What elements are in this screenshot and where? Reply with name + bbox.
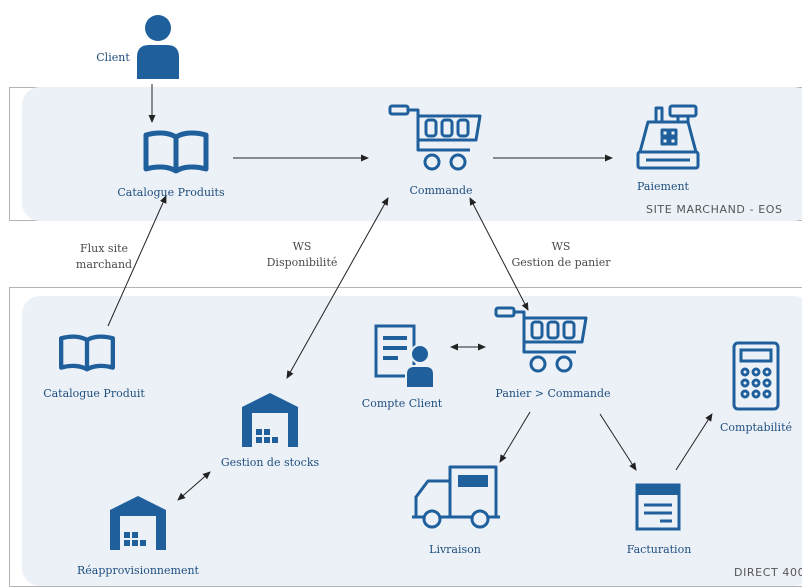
invoice-icon — [635, 483, 681, 531]
ws-dispo-line1: WS — [292, 240, 312, 253]
ws-panier-line1: WS — [551, 240, 571, 253]
flux-site-label: Flux site marchand — [76, 241, 132, 273]
arrow-ws-dispo — [286, 197, 389, 379]
warehouse-icon — [242, 393, 298, 447]
facturation-label: Facturation — [626, 543, 692, 556]
cash-register-icon — [636, 104, 700, 170]
reapprovisionnement-label: Réapprovisionnement — [77, 564, 199, 577]
person-icon — [137, 15, 179, 79]
arrow-stocks-reappro — [177, 471, 211, 501]
ws-panier-line2: Gestion de panier — [511, 256, 611, 269]
site-marchand-title: SITE MARCHAND - EOS — [646, 203, 783, 216]
truck-icon — [412, 465, 500, 529]
arrow-panier-facturation — [599, 413, 637, 471]
client-label: Client — [96, 51, 130, 64]
book-icon — [143, 130, 209, 174]
arrow-panier-livraison — [499, 411, 531, 463]
livraison-label: Livraison — [429, 543, 481, 556]
arrow-facturation-compta — [675, 413, 713, 471]
comptabilite-label: Comptabilité — [719, 421, 793, 434]
ws-panier-label: WS Gestion de panier — [511, 239, 610, 271]
flux-site-line2: marchand — [75, 258, 133, 271]
flux-site-line1: Flux site — [79, 242, 129, 255]
gestion-stocks-label: Gestion de stocks — [220, 456, 320, 469]
arrow-flux-site — [107, 195, 167, 327]
direct-title: DIRECT 400 — [734, 566, 802, 579]
ws-dispo-line2: Disponibilité — [266, 256, 338, 269]
cart-icon — [494, 306, 588, 373]
ws-dispo-label: WS Disponibilité — [267, 239, 338, 271]
commande-label: Commande — [409, 184, 473, 197]
paiement-label: Paiement — [637, 180, 689, 193]
catalogue-produits-label: Catalogue Produits — [117, 186, 225, 199]
compte-client-label: Compte Client — [361, 397, 443, 410]
cart-icon — [388, 104, 482, 171]
arrow-ws-panier — [469, 197, 529, 311]
warehouse-icon — [110, 496, 166, 550]
account-form-icon — [374, 324, 435, 389]
book-icon — [59, 334, 115, 372]
catalogue-produit-label: Catalogue Produit — [43, 387, 145, 400]
panier-commande-label: Panier > Commande — [495, 387, 611, 400]
calculator-icon — [732, 341, 780, 411]
